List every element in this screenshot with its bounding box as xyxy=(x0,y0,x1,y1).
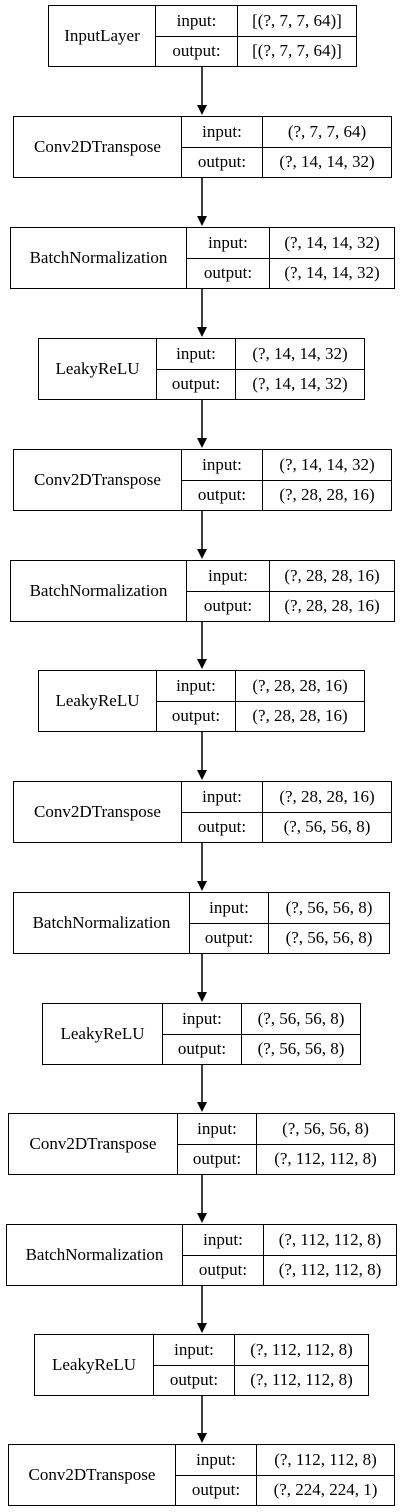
layer-name: BatchNormalization xyxy=(7,1225,183,1285)
input-shape: (?, 14, 14, 32) xyxy=(270,228,394,259)
layer-name: LeakyReLU xyxy=(43,1004,163,1064)
input-port-label: input: xyxy=(178,1114,256,1145)
arrowhead xyxy=(197,1323,207,1333)
input-shape: (?, 56, 56, 8) xyxy=(257,1114,394,1145)
output-shape: (?, 14, 14, 32) xyxy=(279,152,375,172)
input-shape: (?, 28, 28, 16) xyxy=(263,782,391,813)
layer-name: LeakyReLU xyxy=(39,339,157,399)
input-shape: (?, 14, 14, 32) xyxy=(263,450,391,481)
output-port-label: output: xyxy=(197,152,247,172)
arrowhead xyxy=(197,659,207,669)
arrowhead xyxy=(197,327,207,337)
output-shape: (?, 14, 14, 32) xyxy=(284,263,380,283)
output-port-label: output: xyxy=(172,41,221,61)
arrowhead xyxy=(197,438,207,448)
layer-name: LeakyReLU xyxy=(35,1335,154,1395)
output-shape: [(?, 7, 7, 64)] xyxy=(252,41,342,61)
arrowhead xyxy=(197,549,207,559)
input-shape: (?, 112, 112, 8) xyxy=(257,1445,394,1476)
layer-name: Conv2DTranspose xyxy=(9,1445,176,1505)
arrowhead xyxy=(197,105,207,115)
input-shape: (?, 28, 28, 16) xyxy=(270,561,394,592)
input-port-label: input: xyxy=(190,893,268,924)
output-port-label: output: xyxy=(191,1480,241,1500)
arrowhead xyxy=(197,1102,207,1112)
input-port-label: input: xyxy=(154,1335,234,1366)
output-port-label: output: xyxy=(177,1039,227,1059)
output-port-label: output: xyxy=(197,817,247,837)
layer-name: Conv2DTranspose xyxy=(9,1114,178,1174)
output-port-label: output: xyxy=(169,1370,219,1390)
arrowhead xyxy=(197,992,207,1002)
input-port-label: input: xyxy=(182,782,262,813)
input-port-label: input: xyxy=(182,117,262,148)
input-shape: (?, 28, 28, 16) xyxy=(236,671,364,702)
output-shape: (?, 28, 28, 16) xyxy=(279,485,375,505)
input-port-label: input: xyxy=(183,1225,263,1256)
input-port-label: input: xyxy=(187,228,269,259)
layer-name: LeakyReLU xyxy=(39,671,157,731)
arrowhead xyxy=(197,1433,207,1443)
input-shape: [(?, 7, 7, 64)] xyxy=(238,6,356,37)
output-port-label: output: xyxy=(204,928,254,948)
input-port-label: input: xyxy=(163,1004,241,1035)
arrowhead xyxy=(197,216,207,226)
arrowhead xyxy=(197,770,207,780)
output-shape: (?, 28, 28, 16) xyxy=(252,706,348,726)
output-shape: (?, 28, 28, 16) xyxy=(284,596,380,616)
output-port-label: output: xyxy=(192,1149,242,1169)
arrowhead xyxy=(197,1213,207,1223)
output-shape: (?, 56, 56, 8) xyxy=(285,928,373,948)
input-shape: (?, 112, 112, 8) xyxy=(264,1225,396,1256)
layer-name: InputLayer xyxy=(49,6,156,66)
input-port-label: input: xyxy=(187,561,269,592)
input-port-label: input: xyxy=(156,6,237,37)
input-port-label: input: xyxy=(182,450,262,481)
arrowhead xyxy=(197,881,207,891)
input-shape: (?, 56, 56, 8) xyxy=(269,893,389,924)
input-shape: (?, 112, 112, 8) xyxy=(235,1335,368,1366)
output-port-label: output: xyxy=(198,1260,248,1280)
output-shape: (?, 112, 112, 8) xyxy=(274,1149,377,1169)
layer-name: Conv2DTranspose xyxy=(14,782,182,842)
input-port-label: input: xyxy=(157,671,235,702)
output-port-label: output: xyxy=(203,596,253,616)
output-shape: (?, 56, 56, 8) xyxy=(283,817,371,837)
output-port-label: output: xyxy=(171,374,221,394)
output-shape: (?, 224, 224, 1) xyxy=(273,1480,378,1500)
output-shape: (?, 14, 14, 32) xyxy=(252,374,348,394)
output-shape: (?, 112, 112, 8) xyxy=(278,1260,382,1280)
input-port-label: input: xyxy=(176,1445,256,1476)
output-port-label: output: xyxy=(197,485,247,505)
layer-name: BatchNormalization xyxy=(11,561,187,621)
layer-name: Conv2DTranspose xyxy=(14,450,182,510)
output-port-label: output: xyxy=(203,263,253,283)
output-port-label: output: xyxy=(171,706,221,726)
input-shape: (?, 56, 56, 8) xyxy=(242,1004,360,1035)
output-shape: (?, 56, 56, 8) xyxy=(257,1039,345,1059)
input-shape: (?, 7, 7, 64) xyxy=(263,117,391,148)
layer-name: BatchNormalization xyxy=(14,893,190,953)
layer-name: BatchNormalization xyxy=(11,228,187,288)
layer-name: Conv2DTranspose xyxy=(14,117,182,177)
input-port-label: input: xyxy=(157,339,235,370)
input-shape: (?, 14, 14, 32) xyxy=(236,339,364,370)
output-shape: (?, 112, 112, 8) xyxy=(250,1370,353,1390)
